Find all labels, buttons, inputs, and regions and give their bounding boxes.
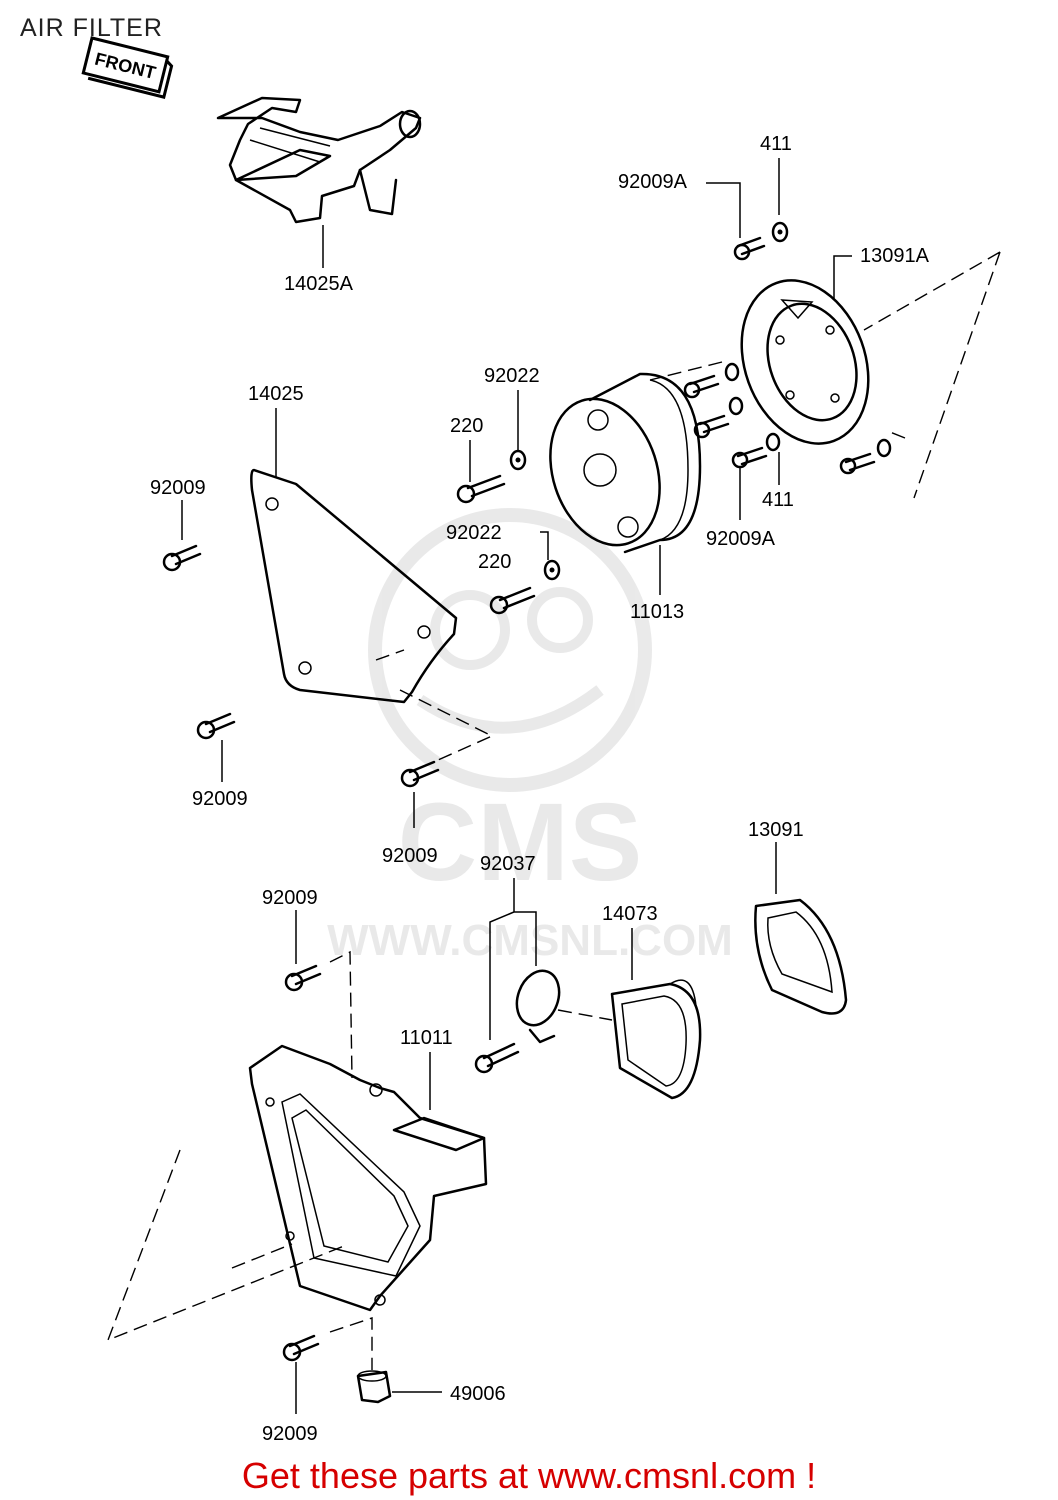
part-92009-screw-c	[400, 760, 440, 788]
label-92009-c: 92009	[382, 845, 438, 867]
part-92022-washer-top	[509, 449, 527, 471]
promo-footer-link[interactable]: Get these parts at www.cmsnl.com !	[241, 1455, 817, 1496]
label-11011: 11011	[400, 1027, 453, 1049]
part-plate-screws	[683, 362, 892, 475]
part-14025-side-cover	[250, 468, 458, 704]
label-49006: 49006	[450, 1383, 506, 1405]
part-220-bolt-top	[456, 474, 506, 504]
label-220-mid: 220	[478, 551, 511, 573]
label-92009-d: 92009	[262, 887, 318, 909]
front-tag: FRONT	[81, 36, 174, 99]
part-13091-gasket	[754, 898, 848, 1015]
label-11013: 11013	[630, 601, 684, 623]
part-92022-washer-mid	[543, 559, 561, 581]
label-92009-e: 92009	[262, 1423, 318, 1445]
watermark-brand: CMS	[398, 781, 642, 904]
part-11011-airbox	[248, 1044, 488, 1312]
part-13091A-plate	[740, 279, 870, 445]
label-14025: 14025	[248, 383, 304, 405]
label-92022-mid: 92022	[446, 522, 502, 544]
label-92009A-top: 92009A	[618, 171, 688, 193]
cms-watermark: CMS WWW.CMSNL.COM	[327, 508, 733, 965]
label-92009-a: 92009	[150, 477, 206, 499]
part-220-bolt-mid	[489, 586, 536, 615]
label-411-top: 411	[760, 133, 792, 155]
label-14073: 14073	[602, 903, 658, 925]
part-92009-screw-b	[196, 712, 236, 740]
label-92009-b: 92009	[192, 788, 248, 810]
part-14025A-bracket	[216, 96, 422, 224]
part-92009-screw-e	[282, 1334, 320, 1362]
part-11013-filter-element	[549, 372, 702, 554]
label-13091: 13091	[748, 819, 804, 841]
label-14025A: 14025A	[284, 273, 354, 295]
watermark-url: WWW.CMSNL.COM	[327, 916, 733, 965]
part-49006-grommet	[356, 1370, 392, 1404]
part-411-washer-top	[771, 221, 789, 243]
label-92022-top: 92022	[484, 365, 540, 387]
label-13091A: 13091A	[860, 245, 930, 267]
label-92037: 92037	[480, 853, 536, 875]
part-92037-clamp	[515, 969, 561, 1044]
part-92037-clamp-screw	[474, 1042, 520, 1074]
label-411-bot: 411	[762, 489, 794, 511]
part-92009A-screw-top	[733, 236, 766, 261]
part-14073-intake-duct	[610, 979, 702, 1100]
part-92009-screw-d	[284, 964, 322, 992]
label-92009A-bot: 92009A	[706, 528, 776, 550]
label-220-top: 220	[450, 415, 483, 437]
part-92009-screw-a	[162, 544, 202, 572]
